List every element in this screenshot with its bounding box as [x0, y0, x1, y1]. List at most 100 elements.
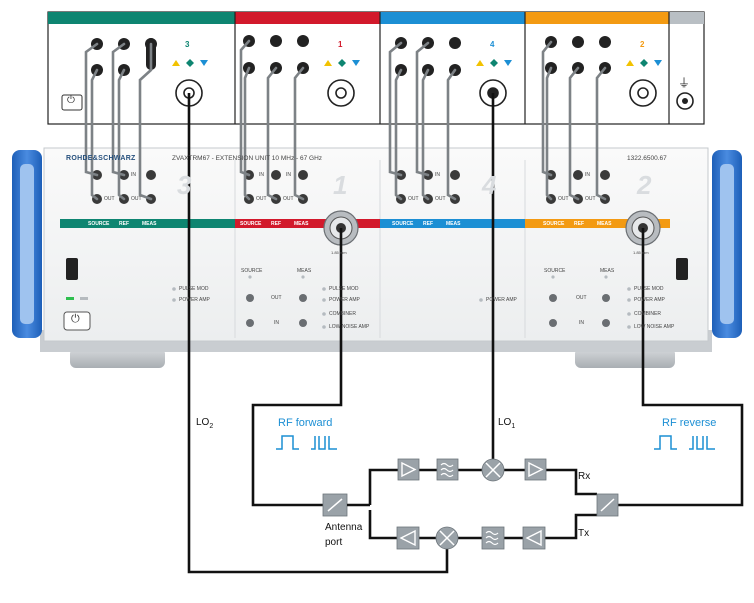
port-number-4: 4	[482, 170, 497, 200]
power-button-top[interactable]	[61, 94, 83, 111]
power-icon-top: ⏻	[67, 95, 75, 106]
antenna-port-label: Antenna port	[325, 522, 363, 548]
port-number-3: 3	[177, 170, 192, 200]
tx-filter	[481, 526, 505, 550]
connector-label-2: 1.85 mm	[633, 250, 649, 255]
option-connectors	[246, 294, 610, 327]
status-led-grey	[80, 297, 88, 300]
model-label: ZVAXTRM67 - EXTENSION UNIT 10 MHz - 67 G…	[172, 155, 323, 162]
tx-amplifier-1	[396, 526, 420, 550]
usb-port-right[interactable]	[676, 258, 688, 280]
strip-3-meas: MEAS	[142, 221, 157, 227]
rx-tx-switch	[596, 493, 619, 517]
source-label-1: SOURCE	[241, 268, 263, 274]
strip-2-meas: MEAS	[597, 221, 612, 227]
in-label-2: IN	[585, 172, 590, 178]
extension-unit	[12, 147, 742, 368]
rx-mixer	[481, 458, 505, 482]
lo2-label: LO2	[196, 417, 214, 430]
antenna-switch	[322, 493, 370, 517]
opt1-pulse-mod: PULSE MOD	[329, 286, 359, 292]
strip-1-source: SOURCE	[240, 221, 262, 227]
module-strip-1	[235, 12, 380, 24]
rf-reverse-label: RF reverse	[662, 417, 717, 429]
in-label-4: IN	[435, 172, 440, 178]
meas-label-2: MEAS	[600, 268, 615, 274]
interconnect-cables	[84, 39, 607, 201]
out-label-2b: OUT	[585, 196, 596, 202]
out-section-2: OUT	[576, 295, 587, 301]
in-label-1b: IN	[286, 172, 291, 178]
out-label-1b: OUT	[283, 196, 294, 202]
opt2-power-amp: POWER AMP	[634, 297, 665, 303]
port-number-1: 1	[333, 170, 348, 200]
top-module-panel	[47, 11, 705, 125]
option-leds	[172, 275, 631, 329]
port-strip-4	[380, 219, 525, 228]
out-label-2: OUT	[558, 196, 569, 202]
rf-reverse-line	[617, 228, 744, 507]
out-label-3b: OUT	[131, 196, 142, 202]
port-strip-3	[60, 219, 235, 228]
rf-reverse-pulse-icon	[654, 435, 715, 450]
part-number: 1322.6500.67	[627, 155, 667, 162]
port-number-2: 2	[637, 170, 652, 200]
rx-amplifier-2	[524, 458, 547, 481]
port-strip-2	[525, 219, 670, 228]
module-number-1: 1	[338, 40, 343, 49]
opt1-power-amp: POWER AMP	[329, 297, 360, 303]
signal-lines	[187, 93, 744, 574]
in-label-3: IN	[131, 172, 136, 178]
meas-label-1: MEAS	[297, 268, 312, 274]
strip-4-ref: REF	[423, 221, 433, 227]
ground-icon: ⏚	[678, 76, 691, 90]
opt2-lna: LOW NOISE AMP	[634, 324, 675, 330]
strip-3-source: SOURCE	[88, 221, 110, 227]
out-label-4: OUT	[408, 196, 419, 202]
brand-logo: ROHDE&SCHWARZ	[66, 155, 136, 162]
out-section-1: OUT	[271, 295, 282, 301]
in-section-1: IN	[274, 320, 279, 326]
tx-path	[368, 510, 397, 540]
strip-2-ref: REF	[574, 221, 584, 227]
module-number-2: 2	[640, 40, 645, 49]
rx-path	[368, 468, 398, 505]
usb-port-left[interactable]	[66, 258, 78, 280]
ground-panel-strip	[669, 12, 704, 24]
opt4-power-amp: POWER AMP	[486, 297, 517, 303]
strip-4-meas: MEAS	[446, 221, 461, 227]
module-number-3: 3	[185, 40, 190, 49]
rx-filter	[436, 458, 459, 481]
out-label-4b: OUT	[435, 196, 446, 202]
module-strip-4	[380, 12, 525, 24]
opt1-lna: LOW NOISE AMP	[329, 324, 370, 330]
opt2-combiner: COMBINER	[634, 311, 661, 317]
rx-amplifier-1	[397, 458, 420, 481]
strip-3-ref: REF	[119, 221, 129, 227]
module-markers	[172, 59, 662, 67]
strip-4-source: SOURCE	[392, 221, 414, 227]
source-label-2: SOURCE	[544, 268, 566, 274]
power-button-front[interactable]	[63, 311, 91, 331]
rf-forward-label: RF forward	[278, 417, 333, 429]
connector-label-1: 1.85 mm	[331, 250, 347, 255]
opt2-pulse-mod: PULSE MOD	[634, 286, 664, 292]
port-strip-1	[235, 219, 380, 228]
in-label-1: IN	[259, 172, 264, 178]
tx-label: Tx	[578, 528, 590, 539]
power-icon-front: ⏻	[71, 313, 80, 325]
opt3-power-amp: POWER AMP	[179, 297, 210, 303]
strip-1-meas: MEAS	[294, 221, 309, 227]
module-number-4: 4	[490, 40, 495, 49]
rf-forward-pulse-icon	[276, 435, 337, 450]
opt1-combiner: COMBINER	[329, 311, 356, 317]
tx-mixer	[435, 526, 459, 550]
rx-label: Rx	[578, 471, 591, 482]
strip-2-source: SOURCE	[543, 221, 565, 227]
module-strip-3	[48, 12, 235, 24]
tx-amplifier-2	[522, 526, 546, 550]
lo2-line	[187, 93, 449, 574]
module-strip-2	[525, 12, 669, 24]
